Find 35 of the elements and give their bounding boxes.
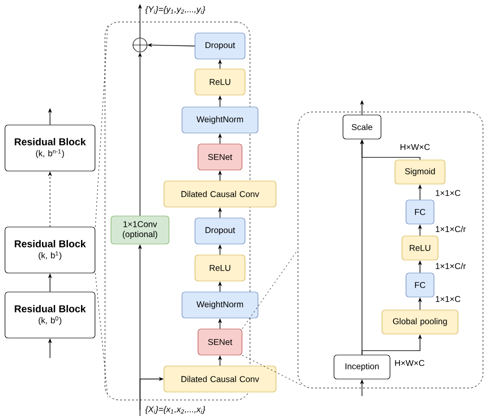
sequence-formula: {Y$_{i}$}={y$_{1}$,y$_{2}$,...,y$_{i}$} [145,6,206,14]
edge-label: 1×1×C/r [436,262,466,270]
zoom-line [242,355,302,386]
zoom-line [242,250,298,329]
layer-box: Dropout [194,218,246,244]
sum-circle [132,37,148,53]
layer-box: ReLU [402,236,438,260]
layer-box: ReLU [194,254,246,282]
layer-box: Dilated Causal Conv [164,366,276,392]
zoom-line [95,24,108,227]
edge-label: H×W×C [400,144,430,150]
layer-box: SENet [198,328,242,356]
layer-box: Global pooling [382,310,458,334]
layer-box: WeightNorm [182,292,258,318]
block-box: Residual Block (k, b$^{n-1}$) [4,124,96,172]
layer-box: Dilated Causal Conv [164,180,276,208]
edge-label: 1×1×C/r [436,226,466,232]
dashed-panel [298,112,484,388]
layer-box: Scale [342,114,382,140]
layer-box: FC [406,272,434,298]
layer-box: Sigmoid [394,160,446,184]
sequence-formula: {X$_{i}$}={x$_{1}$,x$_{2}$,...,x$_{i}$} [145,406,206,414]
layer-box: Dropout [194,32,246,60]
layer-box: WeightNorm [182,106,258,134]
dimension-text: H×W×C [395,360,424,366]
layer-box: SENet [198,144,242,170]
layer-box: FC [406,200,434,224]
zoom-line [95,273,108,398]
layer-box: ReLU [194,68,246,96]
edge-label: 1×1×C [436,296,460,302]
block-box: Residual Block (k, b$^{0}$) [4,292,96,338]
layer-box: 1×1Conv (optional) [110,216,170,244]
block-box: Residual Block (k, b$^{1}$) [4,226,96,274]
layer-box: Inception [334,354,390,380]
edge-label: 1×1×C [436,190,460,196]
